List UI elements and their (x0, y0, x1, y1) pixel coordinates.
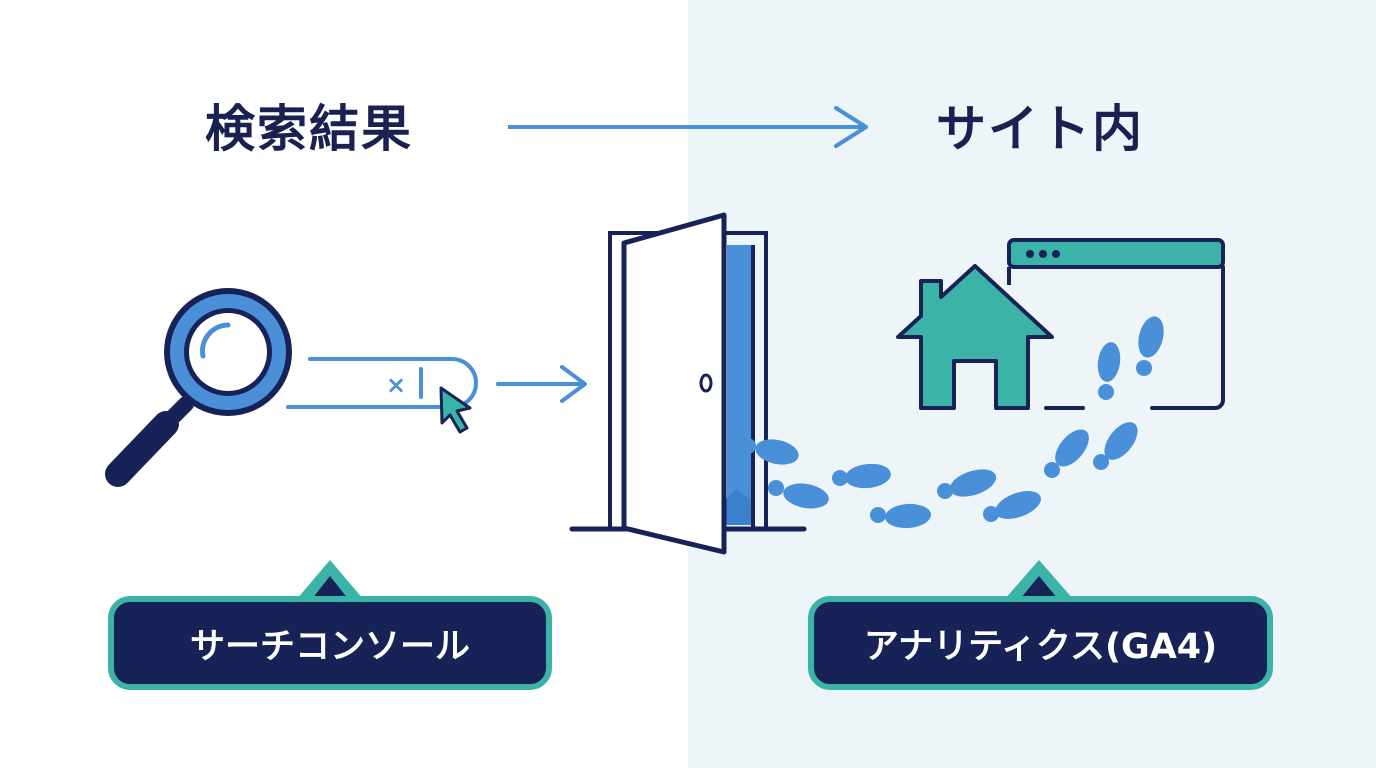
footprints-icon (740, 316, 1164, 529)
house-icon (896, 264, 1054, 410)
clear-icon: × (386, 371, 406, 399)
magnifier-icon (105, 288, 292, 487)
label-search-console: サーチコンソール (108, 596, 552, 690)
door-icon (569, 212, 807, 555)
cursor-icon (439, 386, 472, 434)
arrow-icon (496, 365, 587, 403)
browser-window-icon (1007, 238, 1225, 410)
heading-search-results: 検索結果 (205, 100, 413, 158)
label-analytics-ga4: アナリティクス(GA4) (808, 596, 1273, 690)
header-arrow-icon (508, 106, 868, 148)
heading-on-site: サイト内 (936, 100, 1144, 158)
